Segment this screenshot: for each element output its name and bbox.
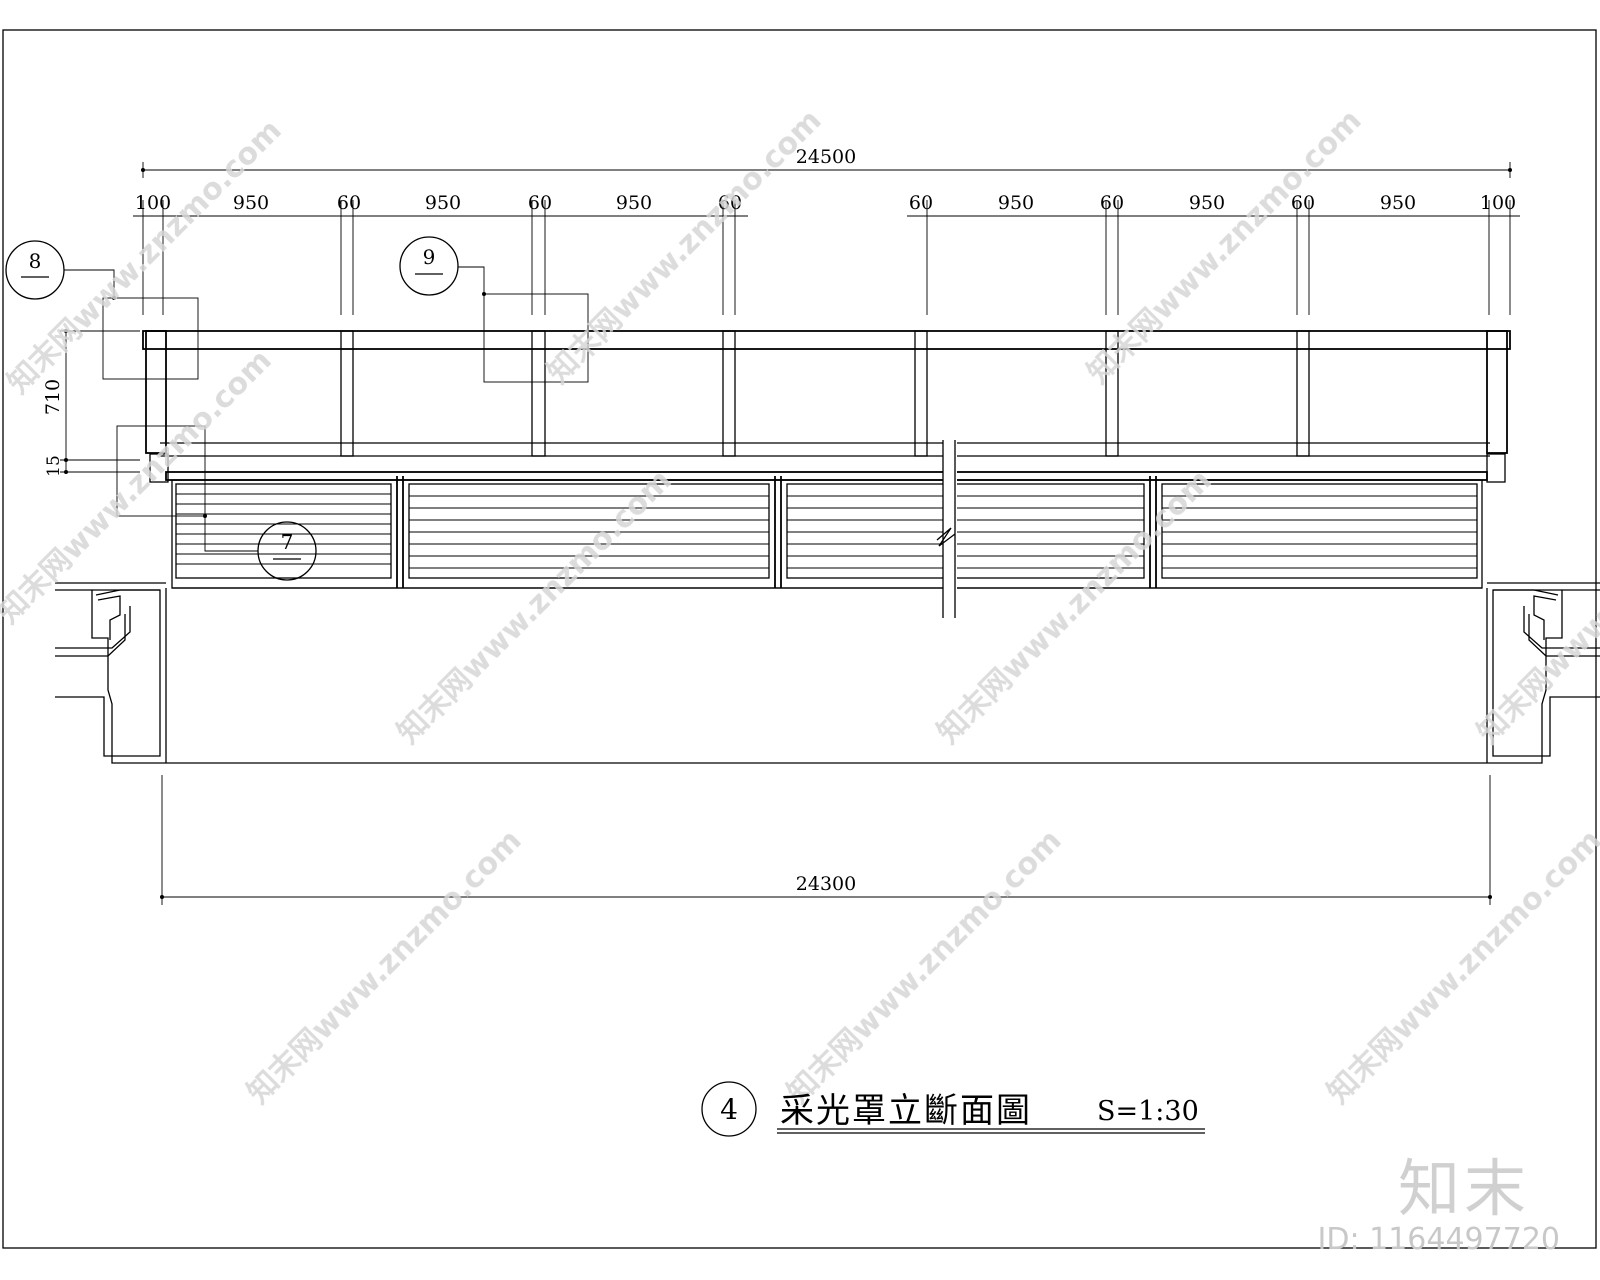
title-scale: S=1:30 [1097,1096,1199,1127]
watermark-text-2: 知末网www.znzmo.com [541,103,829,391]
callout-8: 8 [5,240,199,380]
watermark-text-5: 知末网www.znzmo.com [391,463,679,751]
dim-seg-1: 100 [135,192,171,214]
dim-overall-top: 24500 [796,146,856,168]
callout-8-number: 8 [29,249,42,273]
dim-left-height: 710 [42,379,64,415]
image-id: ID: 1164497720 [1317,1222,1560,1257]
dim-seg-5: 60 [528,192,552,214]
watermark-text-6: 知末网www.znzmo.com [931,463,1219,751]
dim-seg-10: 60 [1100,192,1124,214]
skylight-frame [142,330,1511,483]
title-number: 4 [720,1093,738,1126]
callout-9: 9 [399,236,589,383]
brand-logo: 知末 [1397,1152,1530,1225]
dim-left-small: 15 [44,455,64,477]
watermark: 知末网www.znzmo.com 知末网www.znzmo.com 知末网www… [0,103,1600,1111]
title-block: 4 采光罩立斷面圖 S=1:30 [701,1081,1205,1137]
louvre-panels [171,476,1483,589]
callout-7-number: 7 [281,530,294,554]
left-vertical-dimensions: 710 15 [42,329,140,477]
dim-seg-11: 950 [1189,192,1225,214]
callout-9-number: 9 [423,245,436,269]
watermark-text-9: 知末网www.znzmo.com [781,823,1069,1111]
title-text: 采光罩立斷面圖 [780,1091,1032,1131]
callout-7: 7 [116,425,317,581]
dim-seg-6: 950 [616,192,652,214]
dim-seg-14: 100 [1480,192,1516,214]
dim-seg-13: 950 [1380,192,1416,214]
watermark-text-3: 知末网www.znzmo.com [1081,103,1369,391]
watermark-text-7: 知末网www.znzmo.com [1471,463,1600,751]
break-symbol [936,440,957,618]
dim-seg-9: 950 [998,192,1034,214]
drawing-frame [2,29,1597,1249]
watermark-text-8: 知末网www.znzmo.com [241,823,529,1111]
dim-seg-7: 60 [718,192,742,214]
dim-seg-8: 60 [909,192,933,214]
dim-seg-4: 950 [425,192,461,214]
dim-overall-bottom: 24300 [796,873,856,895]
top-overall-dimension: 24500 [141,146,1512,178]
bottom-overall-dimension: 24300 [160,775,1492,905]
watermark-text-10: 知末网www.znzmo.com [1321,823,1600,1111]
extension-lines [142,200,1511,315]
dim-seg-3: 60 [337,192,361,214]
curb-section [55,582,1600,764]
dim-seg-2: 950 [233,192,269,214]
